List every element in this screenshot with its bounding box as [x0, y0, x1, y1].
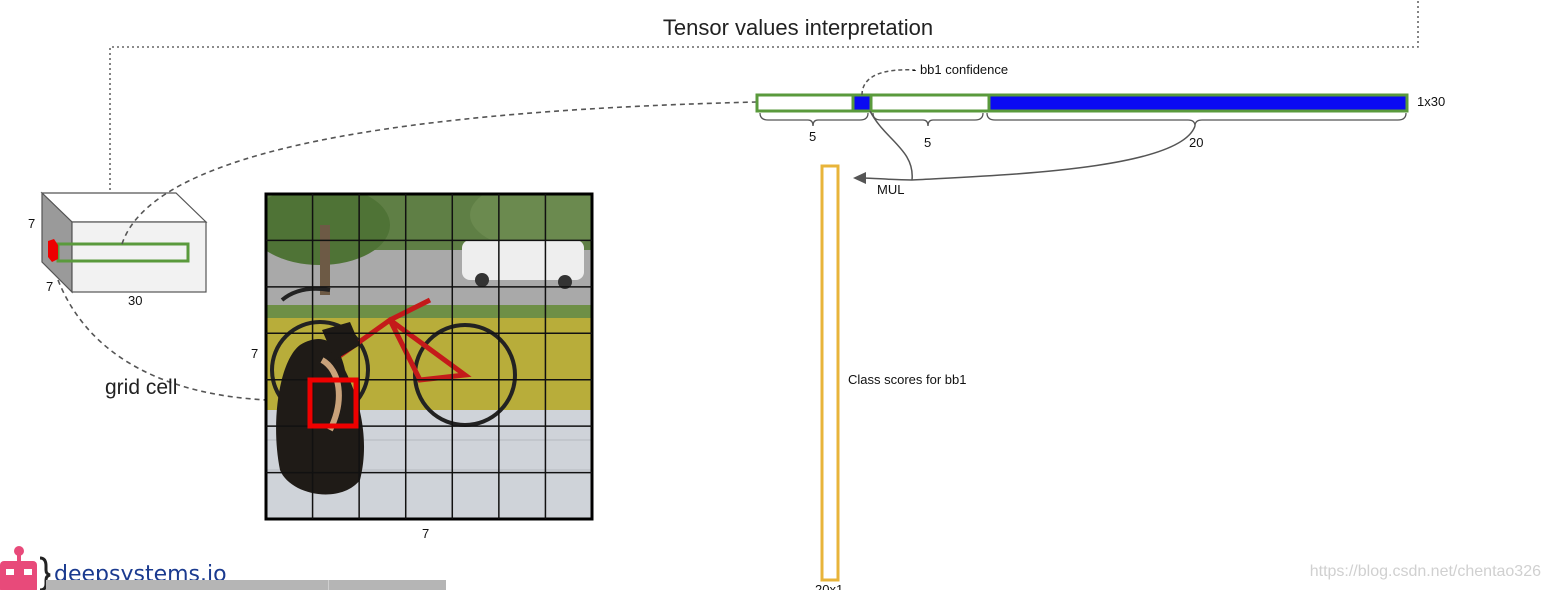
- robot-logo-icon: [0, 546, 51, 590]
- mul-arrow: [861, 177, 913, 181]
- brace-label-2: 5: [924, 135, 932, 150]
- brace-3: [986, 112, 1407, 127]
- tensor-length-label: 30: [128, 293, 143, 308]
- brace-label-1: 5: [809, 129, 817, 144]
- grid-rows-label: 7: [251, 346, 259, 361]
- dotted-connector: [109, 0, 1419, 190]
- bb1-confidence-label: - bb1 confidence: [912, 62, 1009, 77]
- class-scores-size-label: 20x1: [815, 582, 844, 590]
- confidence-pointer: [861, 69, 916, 96]
- dashed-link-vector: [121, 101, 758, 245]
- vector-1x30: [755, 93, 1409, 113]
- brace-label-3: 20: [1189, 135, 1204, 150]
- watermark: https://blog.csdn.net/chentao326: [1309, 563, 1541, 580]
- class-probabilities-cells: [987, 93, 1409, 113]
- diagram-title: Tensor values interpretation: [662, 15, 934, 40]
- bottom-bar: [46, 580, 446, 590]
- mul-curve-classes: [911, 125, 1196, 181]
- grid-cell-highlight: [307, 377, 359, 429]
- tensor-depth-label: 7: [28, 216, 36, 231]
- red-cell-marker: [48, 239, 58, 262]
- mul-curve-confidence: [869, 110, 913, 181]
- brace-1: [759, 112, 869, 127]
- mul-label: MUL: [877, 182, 905, 197]
- class-scores-label: Class scores for bb1: [848, 372, 967, 387]
- arrow-left-icon: [853, 172, 866, 184]
- bb1-confidence-cell: [851, 93, 873, 113]
- tensor-box: [40, 191, 208, 294]
- brace-2: [872, 112, 984, 127]
- class-scores-column: [820, 164, 840, 582]
- grid-cell-callout: grid cell: [105, 376, 178, 399]
- dashed-link-grid-cell: [57, 279, 268, 401]
- grid-cols-label: 7: [422, 526, 430, 541]
- tensor-width-label: 7: [46, 279, 54, 294]
- photo-grid: [264, 192, 594, 521]
- vector-size-label: 1x30: [1417, 94, 1446, 109]
